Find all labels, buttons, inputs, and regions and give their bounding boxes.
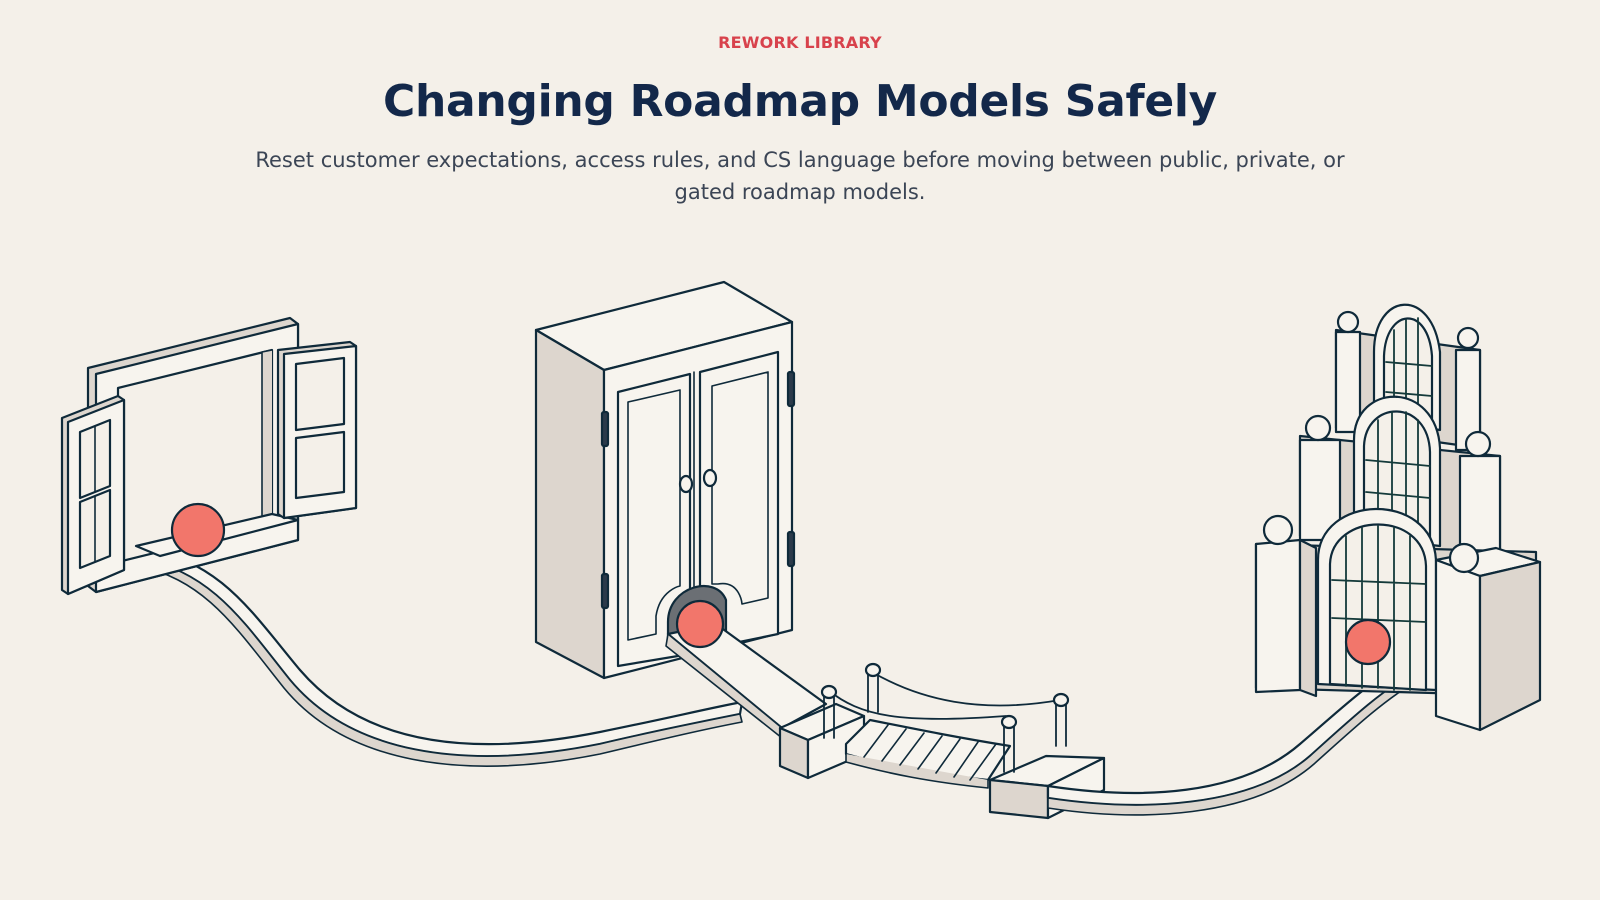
ramp-cabinet-to-bridge xyxy=(665,622,828,739)
marker-gate-icon xyxy=(1344,618,1392,666)
eyebrow-label: REWORK LIBRARY xyxy=(718,33,882,52)
page-title: Changing Roadmap Models Safely xyxy=(382,76,1218,127)
closed-cabinet-icon xyxy=(534,280,796,680)
gated-arches-icon xyxy=(1254,303,1542,732)
marker-window-icon xyxy=(170,502,226,558)
progress-markers xyxy=(170,502,1392,666)
rope-bridge-icon xyxy=(778,662,1106,820)
page-subtitle: Reset customer expectations, access rule… xyxy=(255,148,1345,204)
path-window-to-cabinet xyxy=(136,546,744,767)
marker-cabinet-icon xyxy=(675,599,725,649)
